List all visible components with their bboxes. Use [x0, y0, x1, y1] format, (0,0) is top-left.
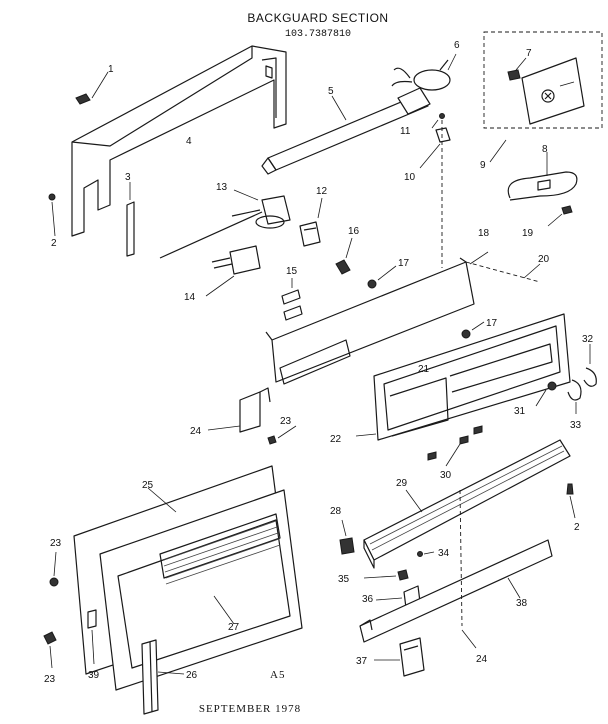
- part-24-bracket-leaders: [207, 425, 477, 649]
- part-2-screw-right: [566, 483, 576, 519]
- callout-36: 36: [362, 594, 374, 605]
- part-38-bottom-rail: [359, 489, 553, 643]
- callout-12: 12: [316, 186, 328, 197]
- part-8-wire-harness: [507, 152, 578, 201]
- part-37-bracket: [374, 637, 425, 677]
- footer-date: SEPTEMBER 1978: [199, 703, 301, 715]
- callout-6: 6: [454, 40, 460, 51]
- part-16-knob: [335, 237, 353, 275]
- part-1-clip: [75, 71, 109, 105]
- callout-34: 34: [438, 548, 450, 559]
- callout-7: 7: [526, 48, 532, 59]
- part-9-inset-box: [483, 31, 603, 163]
- callout-22: 22: [330, 434, 342, 445]
- callout-8: 8: [542, 144, 548, 155]
- model-number: 103.7387810: [285, 29, 351, 40]
- callout-18: 18: [478, 228, 490, 239]
- diagram-title: BACKGUARD SECTION: [247, 11, 388, 25]
- part-5-fluorescent-lamp: [261, 87, 431, 175]
- callout-5: 5: [328, 86, 334, 97]
- part-12-switch: [299, 197, 323, 247]
- part-35-screw: [363, 569, 409, 581]
- part-27-frame: [99, 489, 303, 691]
- part-17-nut-lower: [461, 321, 485, 339]
- part-32-spring: [583, 344, 597, 387]
- callout-33: 33: [570, 420, 582, 431]
- callout-31: 31: [514, 406, 526, 417]
- part-10-lamp-holder: [419, 127, 451, 169]
- callout-17: 17: [398, 258, 410, 269]
- part-26-trim-strip: [141, 639, 185, 715]
- callout-24: 24: [476, 654, 488, 665]
- part-3-bracket: [126, 182, 135, 257]
- part-29-vent-trim: [363, 439, 571, 569]
- page-code: A5: [270, 669, 285, 681]
- part-34-screw: [417, 551, 435, 557]
- part-22-front-panel: [355, 313, 571, 441]
- callout-3: 3: [125, 172, 131, 183]
- part-28-clip: [339, 519, 355, 555]
- callout-9: 9: [480, 160, 486, 171]
- callout-16: 16: [348, 226, 360, 237]
- part-23-screw-center: [267, 425, 297, 445]
- callout-23: 23: [280, 416, 292, 427]
- callout-23: 23: [44, 674, 56, 685]
- part-19-screw: [547, 205, 573, 227]
- part-39-clip: [87, 609, 97, 665]
- callout-27: 27: [228, 622, 240, 633]
- part-13-timer: [159, 189, 291, 259]
- callout-24: 24: [190, 426, 202, 437]
- part-23-screw-left-lower: [43, 631, 57, 669]
- callout-labels: 1 2 2 3 4 5 6 7 8 9 10 11 12 13 14 15 16…: [44, 40, 594, 685]
- callout-30: 30: [440, 470, 452, 481]
- callout-32: 32: [582, 334, 594, 345]
- callout-26: 26: [186, 670, 198, 681]
- callout-39: 39: [88, 670, 100, 681]
- part-4-backguard-frame: [71, 45, 287, 237]
- callout-38: 38: [516, 598, 528, 609]
- callout-29: 29: [396, 478, 408, 489]
- callout-2: 2: [51, 238, 57, 249]
- part-30-knobs: [427, 425, 483, 467]
- callout-21: 21: [418, 364, 430, 375]
- callout-11: 11: [400, 126, 411, 137]
- callout-25: 25: [142, 480, 154, 491]
- callout-14: 14: [184, 292, 196, 303]
- callout-37: 37: [356, 656, 368, 667]
- callout-19: 19: [522, 228, 534, 239]
- part-15-clips: [281, 278, 303, 321]
- callout-4: 4: [186, 136, 192, 147]
- part-20-control-panel: [239, 251, 541, 433]
- part-6-lamp-socket: [391, 53, 457, 91]
- part-11-screw: [431, 113, 445, 268]
- callout-10: 10: [404, 172, 416, 183]
- callout-15: 15: [286, 266, 298, 277]
- callout-1: 1: [108, 64, 114, 75]
- part-14-terminal-block: [205, 245, 261, 297]
- part-23-screw-left-upper: [49, 551, 59, 587]
- part-31-knob: [535, 381, 557, 407]
- callout-23: 23: [50, 538, 62, 549]
- callout-28: 28: [330, 506, 342, 517]
- part-2-screw-left: [48, 193, 56, 237]
- callout-17: 17: [486, 318, 498, 329]
- callout-35: 35: [338, 574, 350, 585]
- part-17-nut-upper: [367, 265, 397, 289]
- callout-20: 20: [538, 254, 550, 265]
- part-33-spring: [567, 379, 582, 414]
- callout-2: 2: [574, 522, 580, 533]
- callout-13: 13: [216, 182, 228, 193]
